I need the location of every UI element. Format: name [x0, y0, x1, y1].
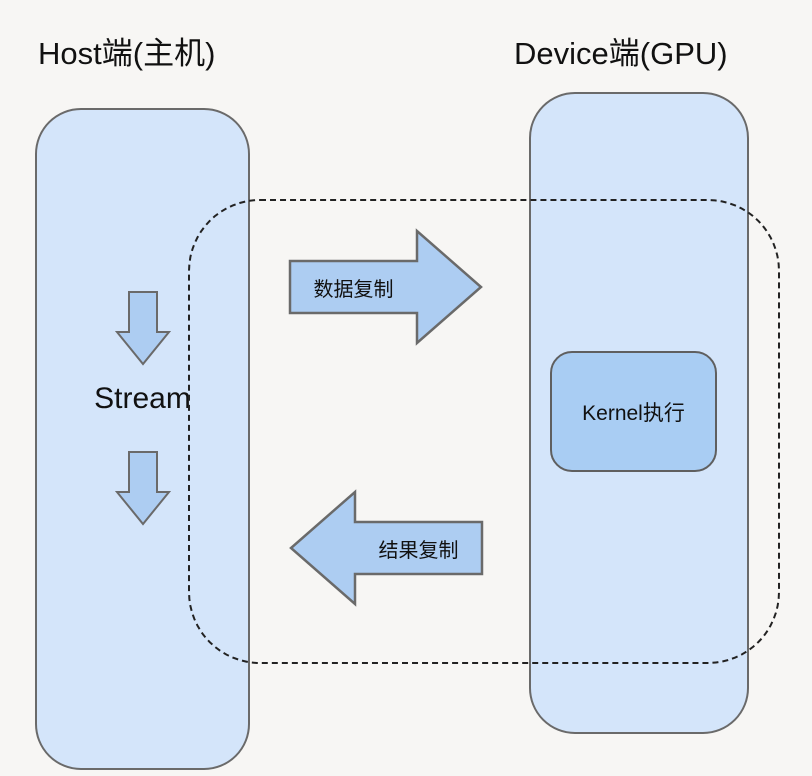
data-copy-label: 数据复制 [313, 278, 394, 301]
kernel-execution-box: Kernel执行 [550, 351, 717, 472]
down-arrow-shape [114, 291, 171, 366]
right-arrow-shape [288, 228, 483, 346]
down-arrow-shape [114, 451, 171, 526]
stream-scope-dashed-region [188, 199, 780, 664]
result-copy-label: 结果复制 [378, 539, 459, 562]
down-arrow-icon [114, 450, 171, 526]
device-section-title: Device端(GPU) [514, 36, 728, 71]
left-arrow-shape [289, 489, 484, 607]
data-copy-arrow: 数据复制 [288, 228, 484, 346]
kernel-execution-label: Kernel执行 [582, 401, 685, 425]
result-copy-arrow: 结果复制 [288, 489, 484, 607]
stream-label: Stream [94, 382, 191, 415]
down-arrow-icon [114, 290, 171, 366]
host-section-title: Host端(主机) [38, 36, 216, 71]
